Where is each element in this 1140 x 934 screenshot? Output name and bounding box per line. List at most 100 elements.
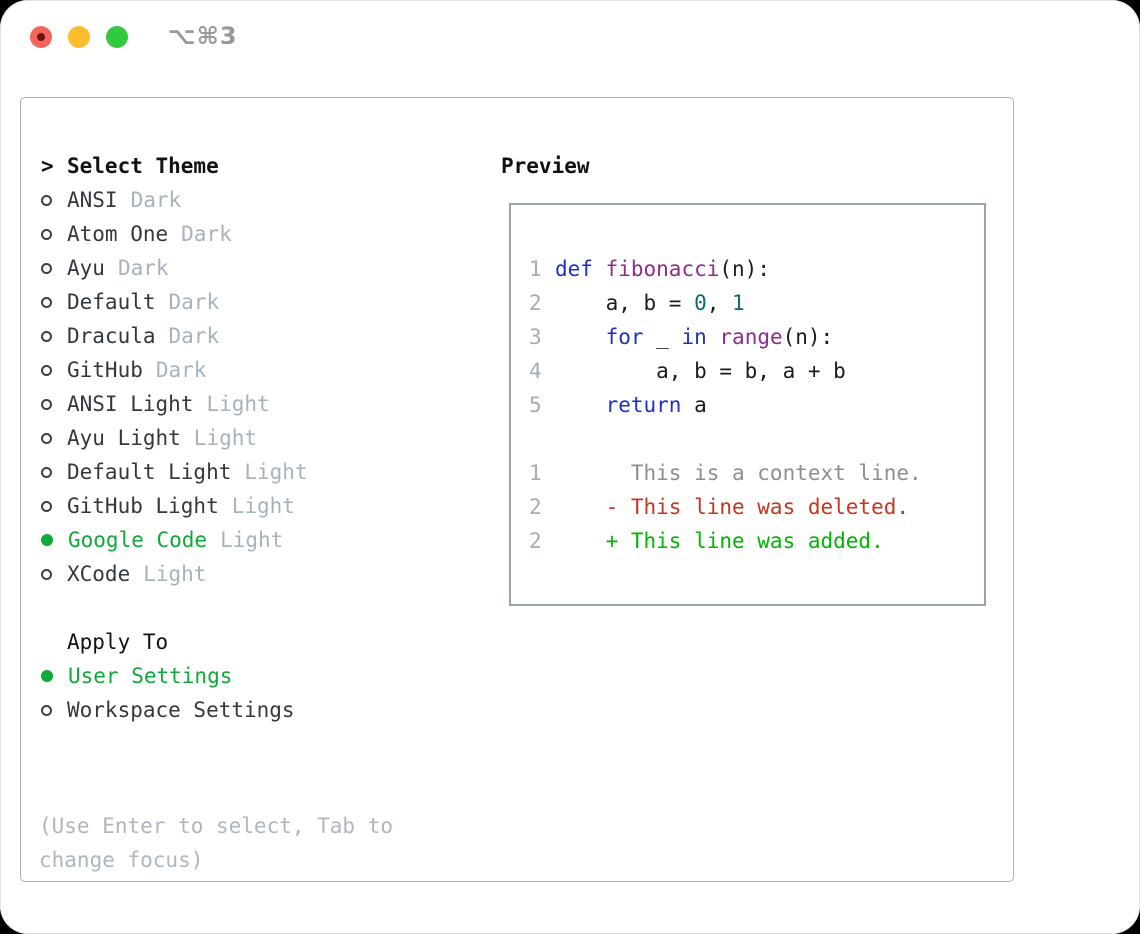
spacer — [21, 591, 491, 625]
theme-name-label: GitHub Light — [67, 494, 219, 518]
apply-to-option-label: User Settings — [68, 664, 233, 688]
theme-option[interactable]: XCode Light — [21, 557, 491, 591]
code-token: in — [681, 325, 707, 349]
title-bar: ⌥⌘3 — [0, 0, 1140, 76]
apply-to-option-label: Workspace Settings — [67, 698, 295, 722]
theme-name-label: Default — [67, 290, 156, 314]
preview-title: Preview — [501, 154, 590, 178]
code-token — [555, 320, 606, 354]
help-hint-text: (Use Enter to select, Tab to change focu… — [39, 814, 394, 872]
line-number: 1 — [529, 257, 542, 281]
radio-circle-icon — [41, 296, 52, 308]
radio-circle-icon — [41, 500, 52, 512]
diff-text: - This line was deleted. — [555, 495, 910, 519]
theme-name-label: ANSI Light — [67, 392, 194, 416]
diff-line: 1 This is a context line. — [529, 456, 984, 490]
theme-name-label: Default Light — [67, 460, 232, 484]
code-token: (n): — [719, 257, 770, 281]
code-token: return — [605, 393, 682, 417]
code-token: a — [681, 393, 707, 417]
theme-variant-tag: Light — [193, 426, 258, 450]
theme-name-label: GitHub — [67, 358, 143, 382]
theme-name-label: ANSI — [67, 188, 118, 212]
theme-name-label: Google Code — [68, 528, 208, 552]
select-theme-header: > Select Theme — [21, 149, 491, 183]
select-theme-title: Select Theme — [67, 154, 219, 178]
theme-name-label: XCode — [67, 562, 131, 586]
code-token — [593, 252, 606, 286]
code-line: 2 a, b = 0, 1 — [529, 286, 984, 320]
theme-option[interactable]: ANSI Light Light — [21, 387, 491, 421]
theme-option[interactable]: ANSI Dark — [21, 183, 491, 217]
radio-circle-icon — [41, 364, 52, 376]
line-number: 1 — [529, 461, 542, 485]
theme-option[interactable]: Dracula Dark — [21, 319, 491, 353]
radio-circle-icon — [41, 330, 52, 342]
radio-circle-icon — [41, 704, 52, 716]
line-number: 3 — [529, 325, 542, 349]
theme-option[interactable]: Default Dark — [21, 285, 491, 319]
theme-variant-tag: Dark — [130, 188, 182, 212]
theme-option[interactable]: Ayu Dark — [21, 251, 491, 285]
theme-option[interactable]: Atom One Dark — [21, 217, 491, 251]
diff-line: 2 - This line was deleted. — [529, 490, 984, 524]
code-token: (n): — [782, 325, 834, 349]
apply-to-option[interactable]: User Settings — [21, 659, 491, 693]
radio-circle-icon — [41, 568, 52, 580]
window-title: ⌥⌘3 — [168, 22, 238, 50]
code-token: a, b = — [555, 291, 695, 315]
theme-name-label: Ayu — [67, 256, 105, 280]
code-token: _ — [643, 325, 682, 349]
apply-to-option[interactable]: Workspace Settings — [21, 693, 491, 727]
theme-option[interactable]: GitHub Dark — [21, 353, 491, 387]
theme-variant-tag: Light — [206, 392, 270, 416]
code-token: fibonacci — [605, 257, 720, 281]
code-token: a, b = b, a + b — [555, 359, 846, 383]
theme-variant-tag: Dark — [117, 256, 169, 280]
code-token — [555, 388, 606, 422]
zoom-button[interactable] — [106, 26, 128, 48]
diff-text: + This line was added. — [555, 529, 884, 553]
line-number: 5 — [529, 393, 542, 417]
code-token — [707, 320, 720, 354]
line-number: 4 — [529, 359, 542, 383]
theme-option[interactable]: GitHub Light Light — [21, 489, 491, 523]
theme-variant-tag: Dark — [168, 290, 220, 314]
theme-variant-tag: Dark — [181, 222, 232, 246]
theme-name-label: Dracula — [67, 324, 156, 348]
theme-option[interactable]: Google Code Light — [21, 523, 491, 557]
theme-variant-tag: Light — [231, 494, 295, 518]
code-token: range — [719, 325, 783, 349]
theme-variant-tag: Light — [143, 562, 207, 586]
minimize-button[interactable] — [68, 26, 90, 48]
line-number: 2 — [529, 495, 542, 519]
selected-radio-icon — [41, 534, 53, 546]
line-number: 2 — [529, 291, 542, 315]
theme-option[interactable]: Default Light Light — [21, 455, 491, 489]
code-line: 3 for _ in range(n): — [529, 320, 984, 354]
line-number: 2 — [529, 529, 542, 553]
radio-circle-icon — [41, 398, 52, 410]
code-token: 1 — [732, 291, 745, 315]
radio-circle-icon — [41, 194, 52, 206]
theme-variant-tag: Dark — [155, 358, 207, 382]
spacer — [529, 422, 984, 456]
code-token: for — [605, 325, 644, 349]
radio-circle-icon — [41, 432, 52, 444]
theme-variant-tag: Light — [244, 460, 308, 484]
selected-radio-icon — [41, 670, 53, 682]
cursor-arrow-icon: > — [41, 154, 54, 178]
theme-name-label: Atom One — [67, 222, 169, 246]
theme-variant-tag: Dark — [168, 324, 220, 348]
code-line: 5 return a — [529, 388, 984, 422]
theme-variant-tag: Light — [220, 528, 284, 552]
close-button[interactable] — [30, 26, 52, 48]
code-line: 4 a, b = b, a + b — [529, 354, 984, 388]
diff-line: 2 + This line was added. — [529, 524, 984, 558]
